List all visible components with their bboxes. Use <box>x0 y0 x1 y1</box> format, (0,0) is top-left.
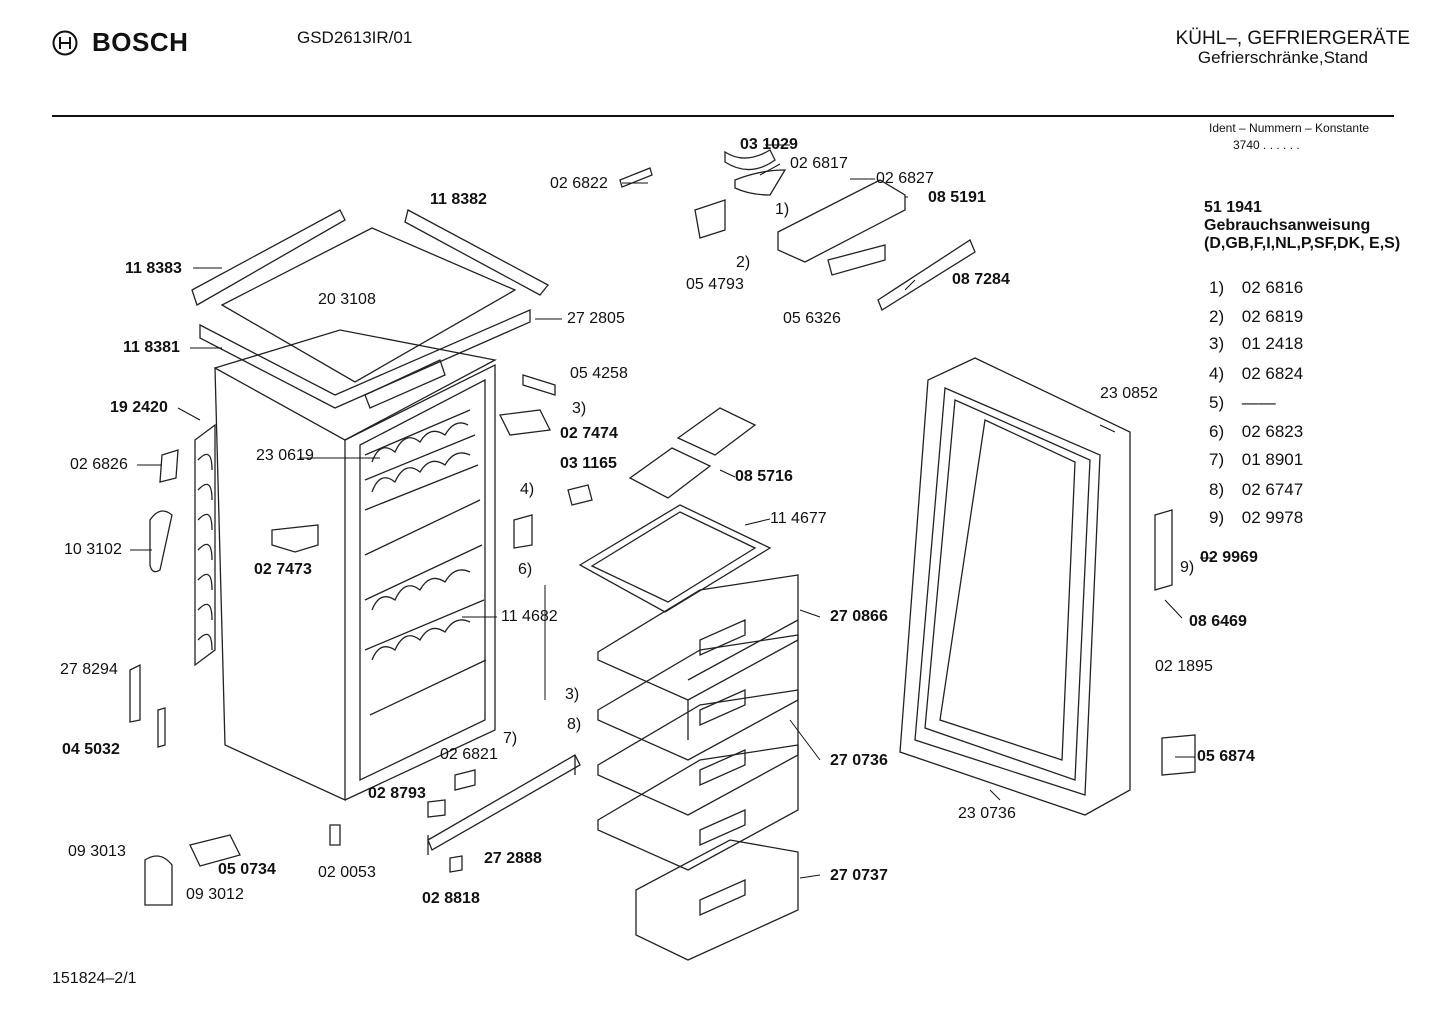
part-029969: 02 9969 <box>1200 549 1258 566</box>
part-093013: 09 3013 <box>68 843 126 860</box>
manual-languages: (D,GB,F,I,NL,P,SF,DK, E,S) <box>1204 235 1401 252</box>
part-031165: 03 1165 <box>560 455 617 472</box>
part-026827: 02 6827 <box>876 170 934 187</box>
footnote-4: 4) 02 6824 <box>1209 364 1304 383</box>
callout-3b: 3) <box>565 686 580 703</box>
top-panel <box>191 209 549 409</box>
callout-4: 4) <box>520 481 535 498</box>
callout-9: 9) <box>1180 559 1195 576</box>
part-086469: 08 6469 <box>1189 613 1247 630</box>
ice-packs <box>628 407 757 499</box>
footnote-3: 3) 01 2418 <box>1209 334 1304 353</box>
part-272888: 27 2888 <box>484 850 542 867</box>
part-230852: 23 0852 <box>1100 385 1158 402</box>
part-103102: 10 3102 <box>64 541 122 558</box>
footnote-5: 5) —— <box>1209 393 1276 412</box>
part-045032: 04 5032 <box>62 741 120 758</box>
callout-3a: 3) <box>572 400 587 417</box>
footnote-1: 1) 02 6816 <box>1209 278 1304 297</box>
condenser-coil <box>194 423 216 667</box>
part-054793: 05 4793 <box>686 276 744 293</box>
drawers <box>597 574 799 961</box>
callout-1: 1) <box>775 201 790 218</box>
part-085191: 08 5191 <box>928 189 986 206</box>
category-title: KÜHL–, GEFRIERGERÄTE <box>1175 28 1410 49</box>
part-118383: 11 8383 <box>125 260 182 277</box>
part-050734: 05 0734 <box>218 861 276 878</box>
part-272805: 27 2805 <box>567 310 625 327</box>
callout-2: 2) <box>736 254 751 271</box>
control-unit <box>619 149 976 311</box>
callout-6: 6) <box>518 561 533 578</box>
part-054258: 05 4258 <box>570 365 628 382</box>
callout-8: 8) <box>567 716 582 733</box>
category-subtitle: Gefrierschränke,Stand <box>1197 48 1368 67</box>
part-026821: 02 6821 <box>440 746 498 763</box>
manual-title: Gebrauchsanweisung <box>1204 217 1371 234</box>
manual-number: 51 1941 <box>1204 199 1262 216</box>
manual-block: 51 1941 Gebrauchsanweisung (D,GB,F,I,NL,… <box>1204 199 1404 253</box>
part-118382: 11 8382 <box>430 191 487 208</box>
small-parts <box>129 374 593 748</box>
footnote-2: 2) 02 6819 <box>1209 307 1304 326</box>
part-270866: 27 0866 <box>830 608 888 625</box>
brand-header: BOSCH <box>52 27 188 58</box>
bottom-parts <box>144 754 581 906</box>
leader-lines <box>130 144 1215 879</box>
footnote-7: 7) 01 8901 <box>1209 450 1304 469</box>
part-118381: 11 8381 <box>123 339 180 356</box>
part-114677: 11 4677 <box>770 510 827 527</box>
model-number: GSD2613IR/01 <box>297 28 413 47</box>
part-270737: 27 0737 <box>830 867 888 884</box>
part-027473: 02 7473 <box>254 561 312 578</box>
part-085716: 08 5716 <box>735 468 793 485</box>
part-026817: 02 6817 <box>790 155 848 172</box>
part-192420: 19 2420 <box>110 399 168 416</box>
part-027474: 02 7474 <box>560 425 618 442</box>
part-026822: 02 6822 <box>550 175 608 192</box>
part-031029: 03 1029 <box>740 136 798 153</box>
part-203108: 20 3108 <box>318 291 376 308</box>
glass-shelf <box>578 504 772 613</box>
bosch-logo-icon <box>52 30 78 55</box>
part-020053: 02 0053 <box>318 864 376 881</box>
part-114682: 11 4682 <box>501 608 558 625</box>
footnote-6: 6) 02 6823 <box>1209 422 1304 441</box>
footnote-8: 8) 02 6747 <box>1209 480 1304 499</box>
header-divider <box>52 115 1394 117</box>
evaporator-shelves <box>364 409 487 716</box>
part-087284: 08 7284 <box>952 271 1010 288</box>
part-021895: 02 1895 <box>1155 658 1213 675</box>
part-278294: 27 8294 <box>60 661 118 678</box>
cabinet-body <box>214 329 497 802</box>
part-056326: 05 6326 <box>783 310 841 327</box>
part-230619: 23 0619 <box>256 447 314 464</box>
part-026826: 02 6826 <box>70 456 128 473</box>
part-056874: 05 6874 <box>1197 748 1255 765</box>
part-230736: 23 0736 <box>958 805 1016 822</box>
part-028818: 02 8818 <box>422 890 480 907</box>
document-code: 151824–2/1 <box>52 970 137 987</box>
ident-value: 3740 . . . . . . <box>1233 138 1300 152</box>
part-270736: 27 0736 <box>830 752 888 769</box>
ident-label: Ident – Nummern – Konstante <box>1209 121 1370 135</box>
footnote-9: 9) 02 9978 <box>1209 508 1304 527</box>
part-093012: 09 3012 <box>186 886 244 903</box>
part-028793: 02 8793 <box>368 785 426 802</box>
door <box>899 357 1196 816</box>
callout-7: 7) <box>503 730 518 747</box>
brand-name: BOSCH <box>92 27 189 57</box>
